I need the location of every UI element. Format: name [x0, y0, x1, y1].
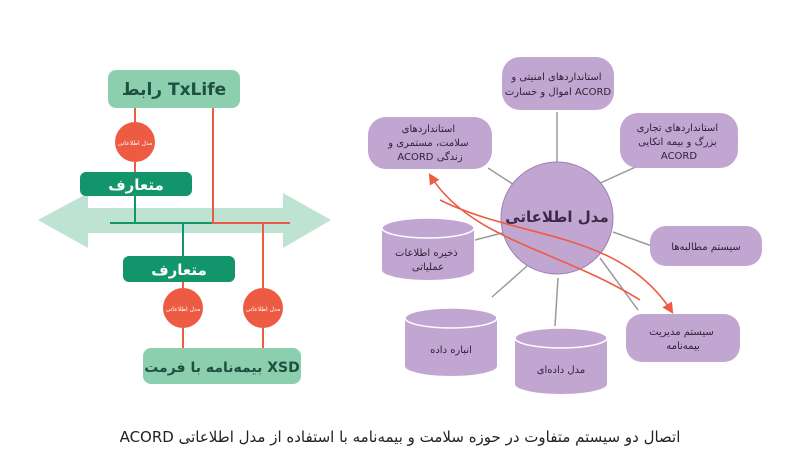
txlife-box [108, 70, 240, 108]
info-model-circle-top [115, 122, 155, 162]
node-claims-text: سیستم مطالبه‌ها [671, 242, 741, 253]
red-connectors [134, 108, 290, 350]
node-health-text: استانداردهای سلامت، مستمری و ACORD زندگی [387, 124, 472, 163]
cylinder-data-model: مدل داده‌ای [514, 327, 608, 394]
node-security-standards [502, 57, 614, 110]
node-commercial-text: استانداردهای تجاری بزرگ و بیمه اتکایی AC… [637, 123, 722, 162]
canonical-box-bottom [123, 256, 235, 282]
canonical-label-top: متعارف [108, 176, 164, 194]
info-model-circle-top-label: مدل اطلاعاتی [118, 140, 153, 147]
cylinder-data-warehouse: انباره داده [404, 307, 498, 376]
node-policy-management [626, 314, 740, 362]
node-commercial-standards [620, 113, 738, 168]
spokes [474, 112, 653, 327]
info-model-center-label: مدل اطلاعاتی [505, 208, 609, 226]
info-model-circle-right [243, 288, 283, 328]
node-health-standards [368, 117, 492, 169]
info-model-circle-left [163, 288, 203, 328]
txlife-label: رابط TxLife [122, 80, 226, 100]
xsd-policy-box [143, 348, 301, 384]
svg-text:مدل داده‌ای: مدل داده‌ای [537, 365, 586, 376]
node-policy-text: سیستم مدیریت بیمه‌نامه [649, 327, 717, 352]
figure-caption: اتصال دو سیستم متفاوت در حوزه سلامت و بی… [119, 428, 681, 446]
double-arrow [38, 193, 331, 248]
node-claims-system [650, 226, 762, 266]
red-curve-arrow-down [439, 199, 674, 314]
svg-text:انباره داده: انباره داده [430, 345, 472, 356]
canonical-box-top [80, 172, 192, 196]
xsd-policy-label: بیمه‌نامه با فرمت XSD [144, 360, 300, 376]
svg-text:ذخیره اطلاعات عملیاتی: ذخیره اطلاعات عملیاتی [395, 248, 461, 273]
info-model-circle-right-label: مدل اطلاعاتی [246, 306, 281, 313]
red-curve-arrow-up [428, 173, 641, 301]
info-model-circle-left-label: مدل اطلاعاتی [166, 306, 201, 313]
canonical-label-bottom: متعارف [151, 261, 207, 279]
node-security-text: استانداردهای امنیتی و اموال و خسارت ACOR… [505, 72, 612, 98]
cylinder-operational-store: ذخیره اطلاعات عملیاتی [381, 217, 475, 280]
